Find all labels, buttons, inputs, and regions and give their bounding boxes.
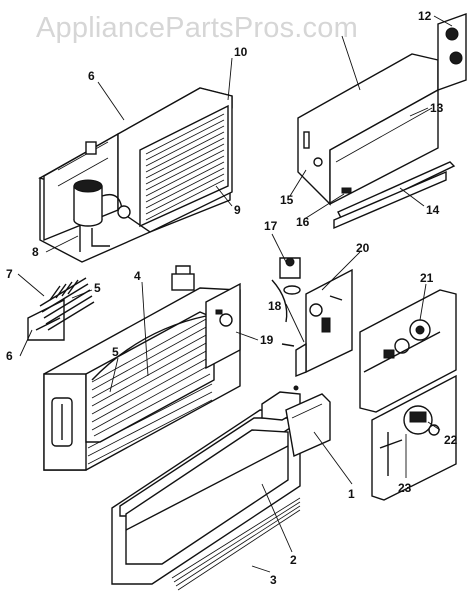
control-bracket — [271, 257, 353, 391]
watermark: AppliancePartsPros.com — [36, 12, 358, 44]
back-panel — [297, 13, 467, 230]
air-filter — [285, 393, 331, 458]
callout-16: 16 — [296, 215, 310, 229]
cabinet-front — [111, 391, 301, 591]
callout-1: 1 — [348, 487, 355, 501]
callout-19: 19 — [260, 333, 274, 347]
compressor — [73, 179, 131, 247]
callout-15: 15 — [280, 193, 294, 207]
louver-kit — [27, 277, 95, 341]
callout-9: 9 — [234, 203, 241, 217]
louver-vanes — [39, 277, 95, 331]
callout-5-left: 5 — [94, 281, 101, 295]
callout-8: 8 — [32, 245, 39, 259]
callout-10: 10 — [234, 45, 248, 59]
leader-lines — [17, 15, 453, 573]
chassis-assembly — [38, 87, 233, 263]
callout-21: 21 — [420, 271, 434, 285]
cabinet-assembly — [43, 265, 241, 471]
front-grille-bars — [91, 317, 211, 437]
callout-7: 7 — [6, 267, 13, 281]
callout-18: 18 — [268, 299, 282, 313]
callout-14: 14 — [426, 203, 440, 217]
callout-6-left: 6 — [6, 349, 13, 363]
callout-6-top: 6 — [88, 69, 95, 83]
callout-3: 3 — [270, 573, 277, 587]
outdoor-coil-fins — [145, 113, 225, 221]
callout-20: 20 — [356, 241, 370, 255]
callout-22: 22 — [444, 433, 458, 447]
callout-labels: 6 10 9 8 12 13 14 15 16 7 5 6 5 4 19 17 … — [6, 9, 458, 587]
callout-17: 17 — [264, 219, 278, 233]
callout-23: 23 — [398, 481, 412, 495]
callout-13: 13 — [430, 101, 444, 115]
lower-grille-slots — [87, 383, 213, 465]
callout-5-front: 5 — [112, 345, 119, 359]
callout-2: 2 — [290, 553, 297, 567]
electrical-box — [359, 289, 457, 501]
callout-12: 12 — [418, 9, 432, 23]
callout-4: 4 — [134, 269, 141, 283]
